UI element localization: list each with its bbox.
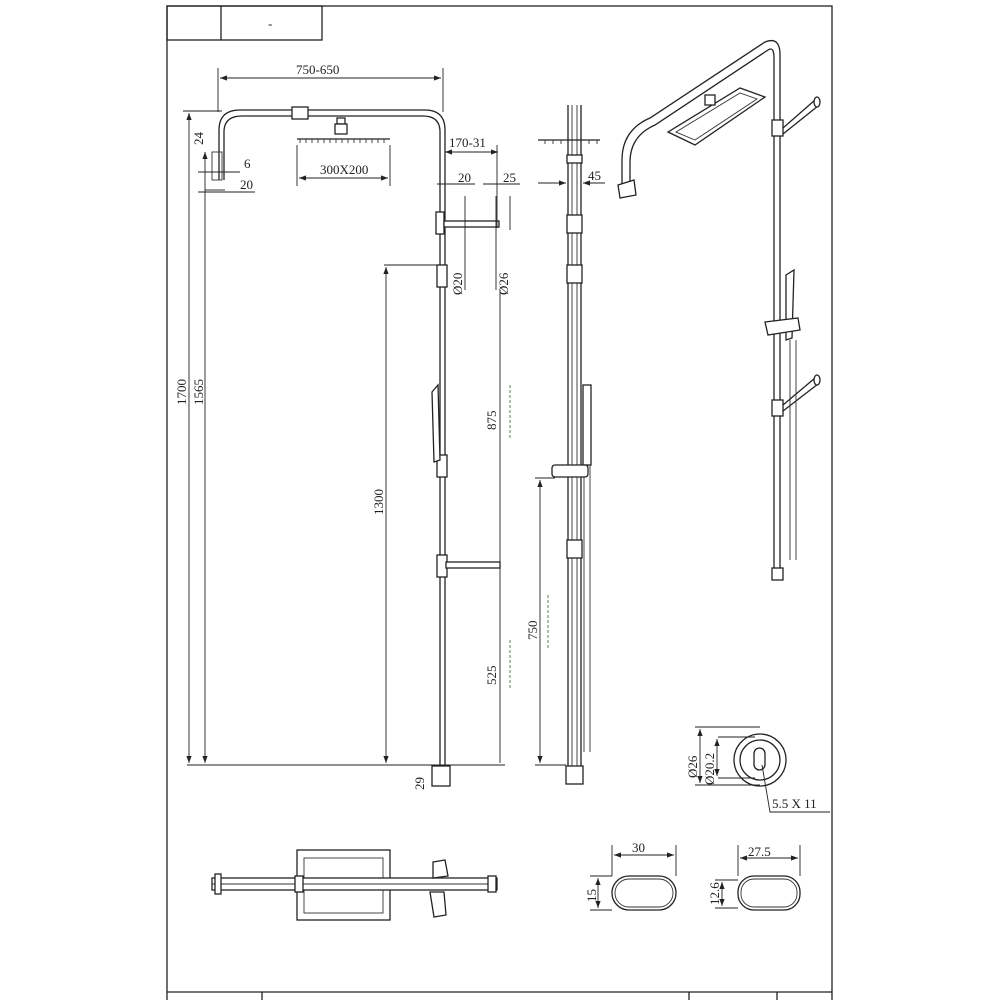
slot-hole [753, 747, 766, 771]
dim-pipe-dia-large: Ø26 [496, 272, 511, 295]
iso-shower-head [666, 87, 767, 146]
dim-slider-height: 750 [525, 621, 540, 641]
slider-bracket [551, 464, 589, 478]
hand-shower-side [582, 384, 592, 466]
dim-head-size: 300X200 [320, 162, 368, 177]
front-view: 750-650 300X200 1700 1565 24 6 20 1300 1… [174, 62, 520, 790]
oval-section-b: 27.5 12.6 [707, 844, 801, 911]
dim-arm-length: 170-31 [449, 135, 486, 150]
rain-shower-head [297, 117, 390, 143]
dim-arm-a: 20 [458, 170, 471, 185]
lower-wall-arm [445, 561, 501, 569]
dim-arm-b: 25 [503, 170, 516, 185]
dim-bracket-gap: 6 [244, 156, 251, 171]
title-block-cell: - [268, 16, 272, 31]
oval-section-a: 30 15 [584, 840, 677, 911]
dim-oval-a-height: 15 [584, 889, 599, 902]
dim-outer-dia: Ø26 [685, 755, 700, 778]
pipe-section-detail: Ø26 Ø20.2 5.5 X 11 [685, 726, 830, 813]
dim-total-height: 1700 [174, 379, 189, 405]
dim-width-range: 750-650 [296, 62, 339, 77]
dim-height-1300: 1300 [371, 489, 386, 515]
dim-slide-upper: 875 [484, 411, 499, 431]
isometric-view [617, 39, 821, 581]
dim-head-depth: 45 [588, 168, 601, 183]
dim-height-1565: 1565 [191, 379, 206, 405]
dim-slide-lower: 525 [484, 666, 499, 686]
dim-oval-b-width: 27.5 [748, 844, 771, 859]
wall-arm [443, 220, 500, 228]
pipe-connector [291, 106, 309, 120]
title-block [166, 5, 323, 41]
dim-oval-b-height: 12.6 [707, 882, 722, 905]
dim-base-offset: 29 [412, 777, 427, 790]
dim-inner-dia: Ø20.2 [702, 753, 717, 785]
dim-oval-a-width: 30 [632, 840, 645, 855]
dim-bracket-depth: 20 [240, 177, 253, 192]
dim-slot-size: 5.5 X 11 [772, 796, 817, 811]
pipe-base [431, 765, 451, 787]
top-view [211, 849, 498, 921]
side-view: 45 750 [525, 105, 605, 785]
dim-pipe-dia-small: Ø20 [450, 273, 465, 295]
drawing-frame: - [166, 5, 833, 1000]
hand-shower [431, 383, 441, 463]
dim-wall-offset: 24 [191, 132, 206, 146]
